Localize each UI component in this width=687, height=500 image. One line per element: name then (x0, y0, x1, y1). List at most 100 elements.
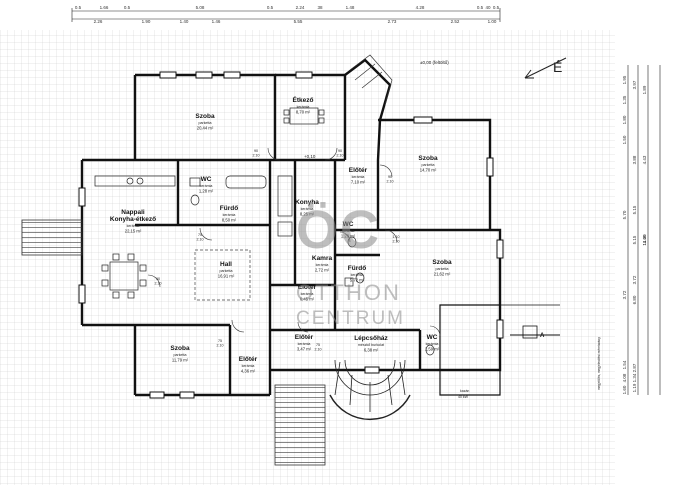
room-floor-wc-1: kerámia (200, 184, 213, 188)
spiral-staircase (329, 359, 411, 421)
door-height: 2.10 (337, 154, 344, 158)
top-dim-2: 1.46 (212, 19, 221, 24)
room-floor-szoba-tr: parketta (422, 163, 435, 167)
room-floor-furdo-2: kerámia (351, 273, 364, 277)
room-area-furdo-1: 8,50 m² (222, 218, 237, 223)
door-height: 2.10 (197, 238, 204, 242)
room-name-kamra: Kamra (312, 255, 333, 262)
right-dim: 1.50 (622, 135, 627, 144)
room-area-konyha: 8,25 m² (300, 212, 315, 217)
top-dimension-lines (71, 8, 501, 22)
door-width: 75 (198, 233, 202, 237)
door-width: 90 (338, 149, 342, 153)
bottom-note-1: kazán (460, 389, 469, 393)
etkezo-table (283, 107, 325, 125)
room-floor-lepcsohaz: mészkő burkolat (358, 343, 384, 347)
room-name-eloter-top: Előtér (349, 167, 368, 174)
room-floor-furdo-1: kerámia (223, 213, 236, 217)
right-dim: 11.00 (642, 234, 647, 245)
room-area-kamra: 2,72 m² (315, 268, 330, 273)
room-area-szoba-tl: 20,44 m² (197, 126, 214, 131)
door-height: 2.10 (217, 344, 224, 348)
right-dim: 1.89 (642, 85, 647, 94)
top-dim-1: 0.5 (267, 5, 274, 10)
room-area-nappali: 22,15 m² (125, 229, 142, 234)
watermark-logo: ÖC OTTHON CENTRUM (296, 200, 403, 329)
room-area-szoba-bl: 11,79 m² (172, 358, 189, 363)
room-area-etkezo: 8,70 m² (296, 110, 311, 115)
door-height: 2.10 (315, 348, 322, 352)
room-floor-wc-2: kerámia (342, 229, 355, 233)
level-label: ±0,00 (feltöltő) (420, 60, 449, 65)
door-height: 2.10 (393, 240, 400, 244)
room-floor-eloter-mid: kerámia (301, 292, 314, 296)
top-dim-1: 5.08 (196, 5, 205, 10)
room-name-wc-2: WC (343, 221, 354, 228)
room-name-furdo-1: Fürdő (220, 205, 238, 212)
room-area-eloter-bm: 3,47 m² (297, 347, 312, 352)
top-dim-1: 40 (485, 5, 491, 10)
top-dim-1: 1.48 (346, 5, 355, 10)
right-dimension-labels: 1.951.351.801.505.703.721.544.081.603.97… (622, 75, 647, 394)
room-floor-eloter-bl: kerámia (242, 364, 255, 368)
room-name-nappali: Nappali (121, 209, 145, 216)
room-name-wc-1: WC (201, 176, 212, 183)
bottom-note-2: 40 kW (458, 395, 469, 399)
right-dim: 3.72 (632, 275, 637, 284)
room-name-furdo-2: Fürdő (348, 265, 366, 272)
room-name-lepcsohaz: Lépcsőház (354, 335, 388, 342)
right-dim: 1.80 (622, 115, 627, 124)
room-area-hall: 16,91 m² (218, 274, 235, 279)
room-name-nappali: Konyha-étkező (110, 216, 156, 223)
right-dim: 1.34 (632, 373, 637, 382)
right-dim: 3.72 (622, 290, 627, 299)
room-area-szoba-r: 21,62 m² (434, 272, 451, 277)
right-dim: 5.15 (632, 235, 637, 244)
room-floor-kamra: kerámia (316, 263, 329, 267)
room-name-eloter-mid: Előtér (298, 284, 317, 291)
room-floor-konyha: kerámia (301, 207, 314, 211)
bay-window-feature (349, 54, 393, 106)
room-name-szoba-tl: Szoba (195, 113, 215, 120)
section-label: A (540, 333, 545, 339)
room-floor-eloter-top: kerámia (352, 175, 365, 179)
room-area-wc-1: 1,28 m² (199, 189, 214, 194)
right-dim: 6.80 (632, 295, 637, 304)
kitchen-counter (94, 175, 293, 237)
right-dim: 5.15 (632, 205, 637, 214)
top-dim-1: 38 (317, 5, 323, 10)
right-dim: 1.19 (632, 383, 637, 392)
room-name-eloter-bm: Előtér (295, 334, 314, 341)
room-area-wc-2: 1,20 m² (341, 234, 356, 239)
right-dim: 1.60 (622, 385, 627, 394)
room-floor-eloter-bm: kerámia (298, 342, 311, 346)
door-width: 90 (156, 277, 160, 281)
top-dim-1: 0.5 (124, 5, 131, 10)
room-area-furdo-2: 5,72 m² (350, 278, 365, 283)
right-dim: 2.87 (632, 363, 637, 372)
right-dimension-lines (627, 65, 661, 395)
right-dim: 4.08 (622, 373, 627, 382)
top-dim-2: 5.55 (294, 19, 303, 24)
right-dim: 1.35 (622, 95, 627, 104)
right-dim: 3.88 (632, 155, 637, 164)
door-width: 90 (388, 175, 392, 179)
room-floor-szoba-tl: parketta (199, 121, 212, 125)
right-dim: 1.54 (622, 360, 627, 369)
room-area-wc-3: 1,59 m² (425, 347, 440, 352)
bathroom-fixtures (189, 175, 435, 356)
door-width: 75 (316, 343, 320, 347)
top-dim-2: 1.90 (142, 19, 151, 24)
watermark-mark: ÖC (296, 200, 381, 260)
hall-rug-outline (194, 249, 251, 301)
room-floor-nappali: kerámia (127, 224, 140, 228)
section-mark (522, 325, 538, 339)
door-swings (147, 147, 441, 337)
top-dim-1: 4.28 (416, 5, 425, 10)
north-label: É (553, 59, 562, 75)
right-vertical-note: megjelölés, megjelenítési méretarány (597, 337, 601, 390)
watermark-line-1: OTTHON (296, 280, 401, 305)
